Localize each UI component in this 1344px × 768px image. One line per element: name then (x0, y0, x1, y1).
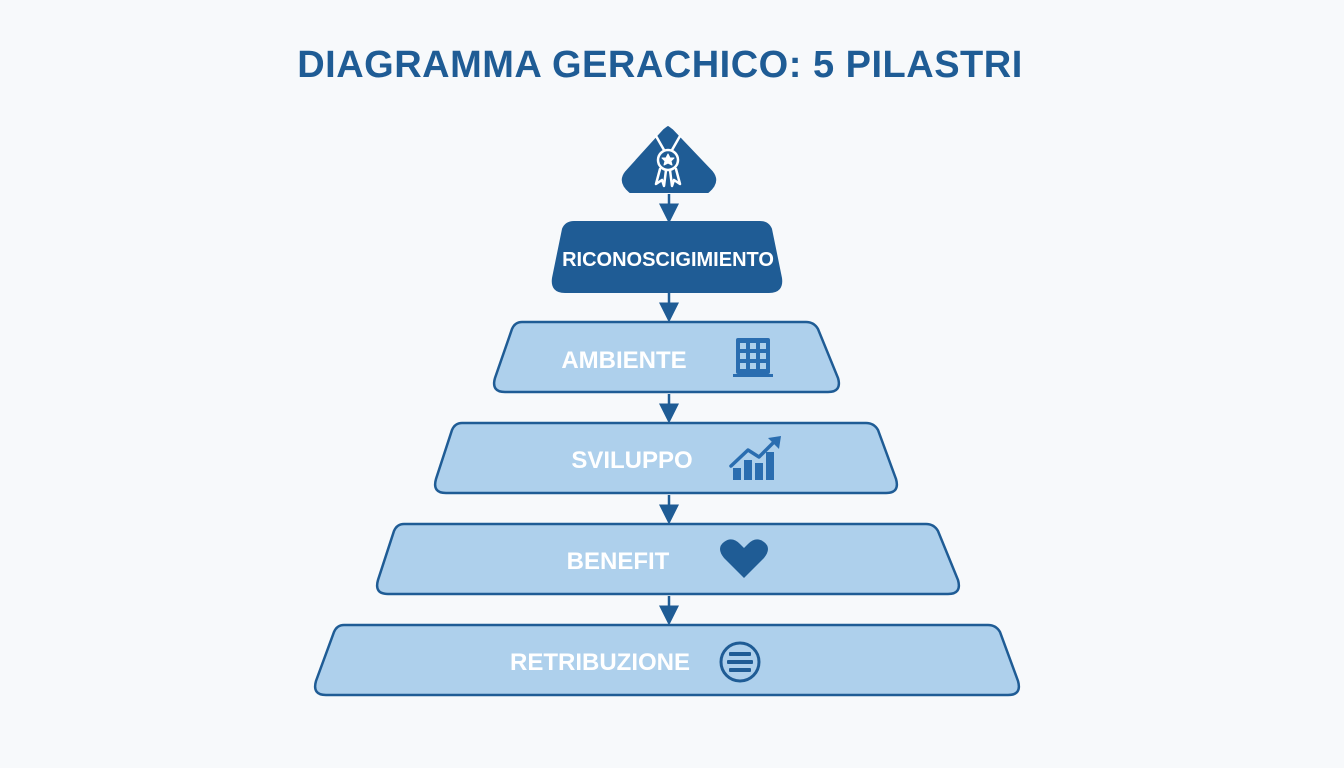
pyramid-level-ambiente: AMBIENTE (492, 320, 841, 394)
pyramid-level-benefit: BENEFIT (375, 522, 961, 596)
level-label: SVILUPPO (571, 447, 692, 474)
medal-star-icon (654, 134, 682, 188)
pyramid-apex (621, 126, 717, 193)
money-stack-icon (719, 641, 761, 683)
building-icon (733, 338, 773, 377)
growth-chart-icon (729, 436, 781, 480)
diagram-title: DIAGRAMMA GERACHICO: 5 PILASTRI (297, 44, 1023, 86)
pyramid-level-riconoscimento: RICONOSCIGIMIENTO (551, 221, 783, 293)
pyramid-level-retribuzione: RETRIBUZIONE (313, 623, 1021, 697)
level-label: BENEFIT (567, 548, 670, 575)
level-label: RETRIBUZIONE (510, 649, 690, 676)
heart-icon (720, 539, 768, 578)
level-label: AMBIENTE (561, 347, 686, 374)
pyramid-level-sviluppo: SVILUPPO (433, 421, 899, 495)
level-label: RICONOSCIGIMIENTO (562, 249, 774, 271)
